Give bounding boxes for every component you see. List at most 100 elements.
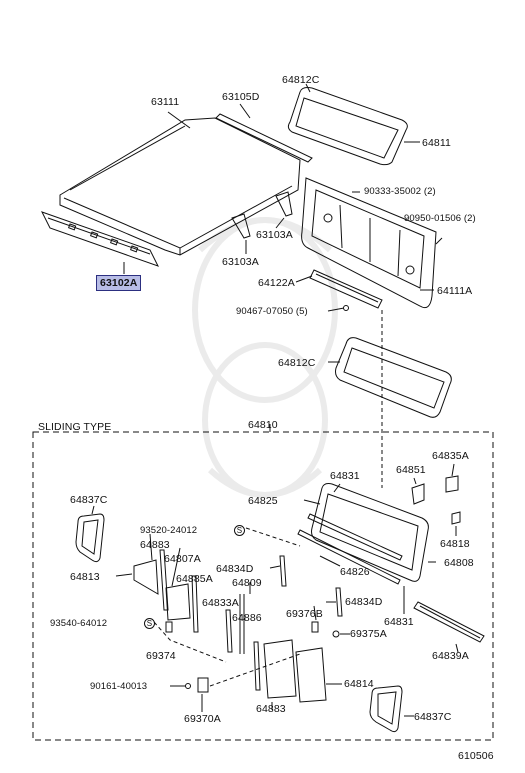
weatherstrip-64812C bbox=[336, 338, 452, 418]
leader-69376B bbox=[314, 606, 316, 620]
quarter-glass-64813 bbox=[134, 550, 168, 610]
leader-64831-top bbox=[334, 484, 340, 492]
quarter-glass-64837C-right bbox=[370, 686, 402, 732]
screw-90467 bbox=[343, 305, 349, 311]
part-label-64831-bot: 64831 bbox=[384, 616, 414, 628]
leader-63105D bbox=[240, 104, 250, 118]
part-label-93540: 93540-64012 bbox=[50, 618, 108, 629]
part-label-64813: 64813 bbox=[70, 571, 100, 583]
latch-64835A bbox=[446, 476, 458, 492]
part-label-69376B: 69376B bbox=[286, 608, 323, 620]
leader-64812C-top bbox=[306, 84, 310, 92]
part-label-64885A: 64885A bbox=[176, 573, 213, 585]
rod-64809 bbox=[240, 594, 244, 654]
part-label-64837C-right: 64837C bbox=[414, 711, 452, 723]
strip-64834D-2 bbox=[336, 588, 342, 616]
section-title-sliding-type: SLIDING TYPE bbox=[38, 421, 112, 433]
leader-64837C-left bbox=[92, 506, 94, 514]
leader-64839A bbox=[456, 644, 458, 652]
leader-63111 bbox=[168, 112, 190, 128]
part-69375A bbox=[332, 630, 340, 638]
part-label-64812C-mid: 64812C bbox=[278, 357, 316, 369]
glass-64885A bbox=[166, 576, 198, 632]
part-label-93520: 93520-24012 bbox=[140, 525, 198, 536]
part-label-64839A: 64839A bbox=[432, 650, 469, 662]
part-label-64883-top: 64883 bbox=[140, 539, 170, 551]
part-label-64851: 64851 bbox=[396, 464, 426, 476]
leader-64834D-1 bbox=[270, 566, 280, 568]
part-label-64811: 64811 bbox=[422, 137, 451, 149]
part-label-64833A: 64833A bbox=[202, 597, 239, 609]
part-label-64826: 64826 bbox=[340, 566, 370, 578]
dashed-leader-90161 bbox=[210, 654, 300, 686]
strip-64839A bbox=[414, 602, 484, 642]
bracket-64851 bbox=[412, 484, 424, 504]
strip-64833A bbox=[226, 610, 232, 652]
leader-64825 bbox=[304, 500, 320, 504]
screw-90161 bbox=[185, 683, 191, 689]
part-label-63103A-left: 63103A bbox=[222, 256, 259, 268]
part-label-64810: 64810 bbox=[248, 419, 278, 431]
part-label-69374: 69374 bbox=[146, 650, 176, 662]
quarter-glass-64837C-left bbox=[76, 514, 104, 562]
part-label-64111A: 64111A bbox=[437, 285, 473, 297]
lower-rail-64122A bbox=[310, 270, 382, 308]
back-panel-64111A bbox=[302, 178, 436, 308]
leader-64883-top bbox=[150, 534, 152, 560]
roof-rail-63105D bbox=[216, 114, 312, 162]
part-label-64808: 64808 bbox=[444, 557, 474, 569]
glass-64814 bbox=[296, 648, 326, 702]
glass-64883-bottom bbox=[264, 640, 296, 698]
part-69376B bbox=[312, 622, 318, 632]
rod-64886 bbox=[254, 642, 260, 690]
back-window-glass-64811 bbox=[288, 88, 407, 165]
strip-64834D-1 bbox=[280, 556, 286, 586]
part-label-64883-bot: 64883 bbox=[256, 703, 286, 715]
dashed-leader-93540 bbox=[154, 622, 226, 662]
leader-64851 bbox=[414, 478, 416, 484]
part-label-69375A: 69375A bbox=[350, 628, 387, 640]
part-label-64834D-1: 64834D bbox=[216, 563, 254, 575]
part-label-64834D-2: 64834D bbox=[345, 596, 383, 608]
part-label-69370A: 69370A bbox=[184, 713, 221, 725]
front-header-63102A bbox=[42, 212, 158, 266]
part-label-64818: 64818 bbox=[440, 538, 470, 550]
part-label-63105D: 63105D bbox=[222, 91, 260, 103]
leader-90950 bbox=[436, 238, 442, 244]
leader-63103A-2 bbox=[276, 218, 284, 228]
leader-64813 bbox=[116, 574, 132, 576]
leader-64122A bbox=[296, 276, 312, 282]
part-label-64812C-top: 64812C bbox=[282, 74, 320, 86]
part-label-64835A: 64835A bbox=[432, 450, 469, 462]
dashed-leader-93520 bbox=[246, 528, 300, 546]
part-label-64122A: 64122A bbox=[258, 277, 295, 289]
part-69374 bbox=[166, 622, 172, 632]
sliding-type-box bbox=[33, 432, 493, 740]
diagram-number: 610506 bbox=[458, 750, 494, 762]
part-label-64809: 64809 bbox=[232, 577, 262, 589]
clip-64818 bbox=[452, 512, 460, 524]
part-label-64825: 64825 bbox=[248, 495, 278, 507]
part-label-64837C-left: 64837C bbox=[70, 494, 108, 506]
part-label-63102A-highlighted[interactable]: 63102A bbox=[96, 275, 142, 291]
leader-64826 bbox=[320, 556, 340, 566]
s-symbol-2: S bbox=[144, 618, 155, 629]
leader-64807A bbox=[172, 548, 180, 586]
leader-90467 bbox=[328, 308, 344, 311]
part-label-64886: 64886 bbox=[232, 612, 262, 624]
part-label-64814: 64814 bbox=[344, 678, 374, 690]
part-label-90467: 90467-07050 (5) bbox=[236, 306, 308, 317]
part-label-90950: 90950-01506 (2) bbox=[404, 213, 476, 224]
part-label-90333: 90333-35002 (2) bbox=[364, 186, 436, 197]
part-label-90161: 90161-40013 bbox=[90, 681, 148, 692]
part-label-64831-top: 64831 bbox=[330, 470, 360, 482]
rail-64826 bbox=[298, 514, 402, 584]
handle-69370A bbox=[198, 678, 208, 692]
roof-panel-63111 bbox=[60, 118, 300, 255]
part-label-64807A: 64807A bbox=[164, 553, 201, 565]
part-label-63103A-right: 63103A bbox=[256, 229, 293, 241]
part-label-63111: 63111 bbox=[151, 96, 180, 108]
roof-brace-63103A bbox=[232, 192, 292, 238]
